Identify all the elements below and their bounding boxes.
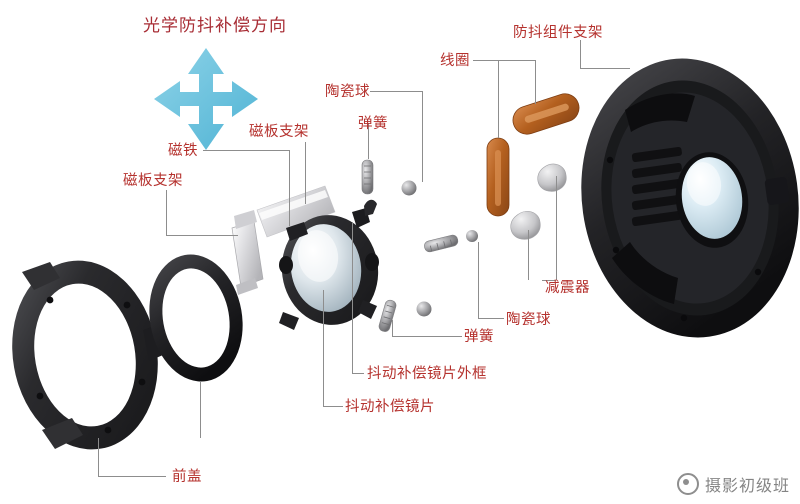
damper-blob-upper [537,163,567,192]
label-magnet-plate-bracket-upper: 磁板支架 [249,124,309,140]
front-cover-ring [12,260,163,450]
label-ceramic-ball-upper: 陶瓷球 [325,84,370,100]
four-way-arrow-icon [154,48,258,150]
label-ois-bracket: 防抖组件支架 [513,25,603,41]
damper-blob-lower [510,211,541,240]
label-magnet: 磁铁 [168,143,198,159]
magnet-plate-bracket-left [231,210,264,295]
spring-lower-left [378,299,397,332]
coil-tilted [512,93,580,135]
coil-vertical [486,137,510,217]
magnet-bar [256,185,336,238]
label-title: 光学防抖补偿方向 [143,16,287,36]
shake-compensation-lens-assembly [279,199,379,330]
label-coil: 线圈 [440,53,470,69]
watermark: 摄影初级班 [676,472,790,496]
label-front-cover: 前盖 [172,469,202,485]
label-ceramic-ball-lower: 陶瓷球 [506,312,551,328]
ceramic-ball-upper [401,180,417,196]
ceramic-ball-small [466,230,478,242]
camera-icon [676,473,699,495]
watermark-text: 摄影初级班 [704,476,790,495]
spring-lower-right [424,234,459,253]
label-damper: 减震器 [545,280,590,296]
ois-module-main-housing [581,58,799,338]
label-spring-upper: 弹簧 [358,116,388,132]
label-spring-lower: 弹簧 [464,329,494,345]
lens-retaining-ring [149,254,243,382]
label-compensation-lens: 抖动补偿镜片 [345,399,435,415]
label-lens-outer-frame: 抖动补偿镜片外框 [367,366,487,382]
label-magnet-plate-bracket-left: 磁板支架 [123,173,183,189]
spring-upper [361,159,374,195]
ceramic-ball-lower [416,301,432,317]
